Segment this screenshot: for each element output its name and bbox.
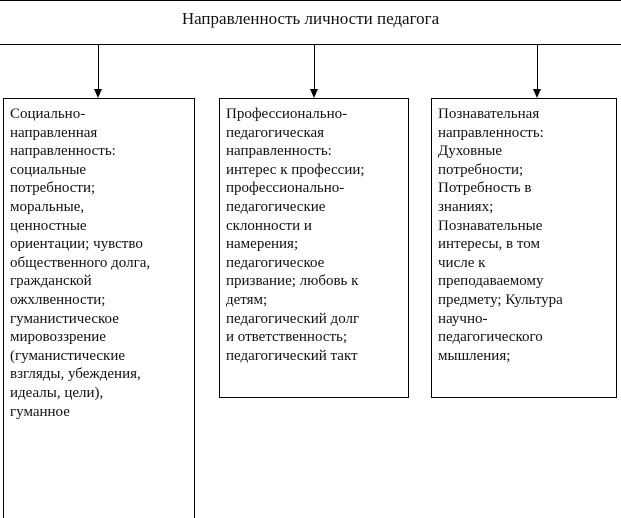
diagram-title: Направленность личности педагога xyxy=(181,9,440,28)
box-social-text: Социально- направленная направленность: … xyxy=(10,106,151,420)
title-box: Направленность личности педагога xyxy=(0,0,621,45)
arrow-head-social xyxy=(94,89,102,98)
arrow-head-cognitive xyxy=(533,89,541,98)
arrow-line-cognitive xyxy=(537,45,538,90)
box-social-orientation: Социально- направленная направленность: … xyxy=(3,98,195,518)
box-professional-orientation: Профессионально- педагогическая направле… xyxy=(219,98,409,398)
arrow-line-professional xyxy=(314,45,315,90)
box-cognitive-orientation: Познавательная направленность: Духовные … xyxy=(431,98,617,398)
arrow-line-social xyxy=(98,45,99,90)
box-professional-text: Профессионально- педагогическая направле… xyxy=(226,106,365,364)
box-cognitive-text: Познавательная направленность: Духовные … xyxy=(438,106,563,364)
arrow-head-professional xyxy=(310,89,318,98)
